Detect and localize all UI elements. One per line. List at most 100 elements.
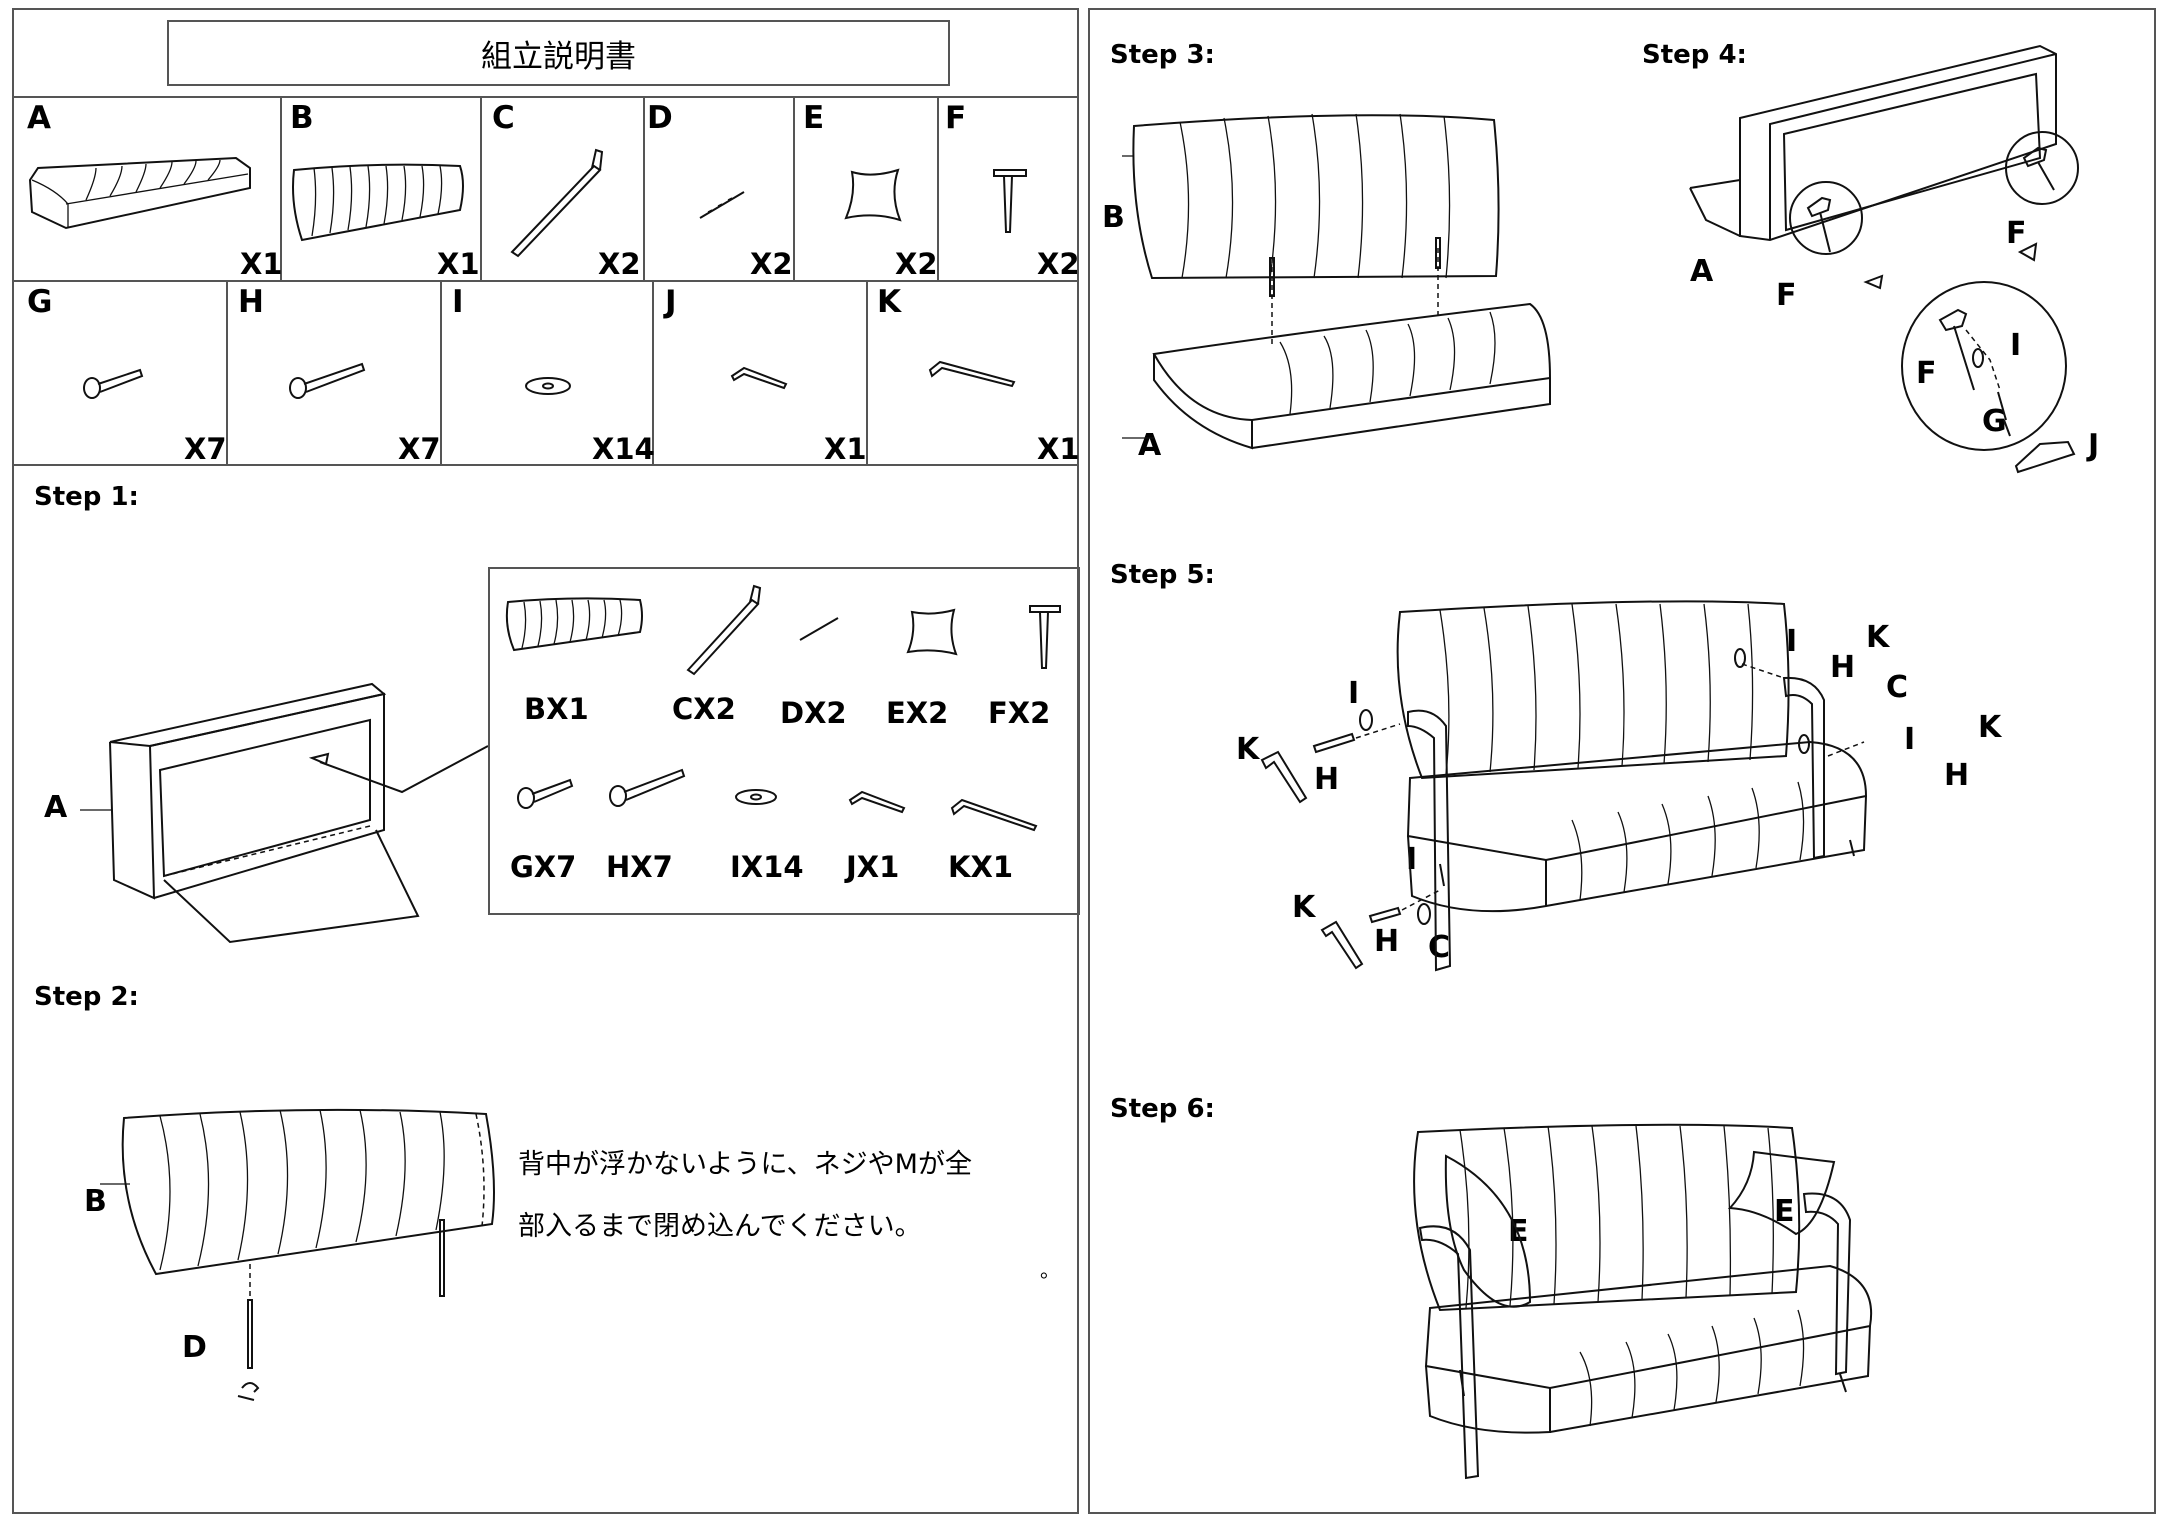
step1-callout-line [308,745,489,794]
grid-col [280,96,282,280]
step5-callout-i4: I [1904,722,1916,757]
grid-col [480,96,482,280]
parts-grid-bottom [12,464,1079,466]
part-qty-c: X2 [598,247,641,281]
inventory-pillow [906,608,958,656]
inventory-washer [735,789,777,805]
grid-col [793,96,795,280]
part-qty-a: X1 [240,247,283,281]
inventory-label-e: EX2 [886,696,949,730]
inventory-label-d: DX2 [780,696,847,730]
part-letter-g: G [27,284,53,320]
step5-callout-h4: H [1944,758,1970,793]
inventory-label-k: KX1 [948,850,1014,884]
step3-callout-a: A [1138,428,1162,463]
bolt-h-illustration [289,362,366,399]
inventory-bolt-g [517,778,574,809]
step5-label: Step 5: [1110,560,1215,590]
grid-col [226,280,228,464]
step5-callout-h1: H [1314,762,1340,797]
inventory-bolt-d [799,617,839,641]
part-letter-k: K [877,284,902,320]
manual-title: 組立説明書 [167,20,950,86]
inventory-hex-key-k [950,798,1038,832]
part-qty-b: X1 [437,247,480,281]
inventory-label-c: CX2 [672,692,736,726]
step4-callout-f3: F [1916,356,1937,391]
step2-label: Step 2: [34,982,139,1012]
step2-callout-d: D [182,1330,207,1365]
step4-callout-a: A [1690,254,1714,289]
inventory-label-h: HX7 [606,850,673,884]
step5-callout-k1: K [1236,732,1260,767]
inventory-bolt-h [609,768,686,807]
part-letter-a: A [27,100,51,136]
inventory-label-f: FX2 [988,696,1051,730]
step5-callout-i3: I [1786,624,1798,659]
step5-callout-c1: C [1428,930,1451,965]
grid-col [866,280,868,464]
step1-callout-a: A [44,790,68,825]
step5-callout-h2: H [1374,924,1400,959]
inventory-armrest [686,584,762,676]
step1-inventory-box [488,567,1080,915]
grid-col [937,96,939,280]
step6-assembled-sofa [1413,1123,1873,1480]
inventory-label-j: JX1 [846,850,900,884]
part-qty-f: X2 [1037,247,1080,281]
step2-backrest-with-bolts [100,1108,495,1401]
step5-callout-k4: K [1978,710,2002,745]
bolt-d-illustration [699,191,745,219]
inventory-backrest [505,597,643,652]
step3-callout-b: B [1102,200,1125,235]
inventory-label-g: GX7 [510,850,577,884]
pillow-illustration [844,168,902,222]
step1-label: Step 1: [34,482,139,512]
inventory-leg [1029,605,1061,669]
hex-key-j-illustration [730,366,788,390]
part-letter-e: E [803,100,825,136]
step3-backrest-and-seat [1122,113,1552,450]
step5-callout-k2: K [1292,890,1316,925]
parts-grid-mid [12,280,1079,282]
part-qty-h: X7 [398,432,441,466]
step4-callout-i: I [2010,328,2022,363]
inventory-hex-key-j [848,790,906,814]
grid-col [652,280,654,464]
step6-label: Step 6: [1110,1094,1215,1124]
grid-col [643,96,645,280]
part-letter-h: H [238,284,264,320]
part-qty-k: X1 [1037,432,1080,466]
hex-key-k-illustration [928,360,1016,388]
part-letter-i: I [452,284,464,320]
part-letter-b: B [290,100,314,136]
step5-sofa-with-arms [1260,600,1868,972]
step2-instruction-line2: 部入るまで閉め込んでください。 [518,1211,922,1242]
step5-callout-i2: I [1406,842,1418,877]
leg-illustration [993,169,1027,233]
part-qty-i: X14 [592,432,655,466]
right-page [1088,8,2156,1514]
inventory-label-b: BX1 [524,692,589,726]
part-qty-j: X1 [824,432,867,466]
step4-callout-f2: F [2006,216,2027,251]
step1-sofa-base [80,682,420,944]
inventory-label-i: IX14 [730,850,804,884]
step4-callout-j: J [2088,428,2100,463]
step6-callout-e2: E [1774,1194,1795,1229]
parts-grid-top [12,96,1079,98]
step2-instruction-line1: 背中が浮かないように、ネジやMが全 [518,1149,972,1180]
washer-illustration [525,377,571,395]
step5-callout-h3: H [1830,650,1856,685]
part-letter-d: D [647,100,673,136]
step5-callout-c2: C [1886,670,1909,705]
step4-base-upside-down-with-legs [1689,44,2079,474]
part-letter-f: F [945,100,967,136]
backrest-illustration [292,163,464,242]
step3-label: Step 3: [1110,40,1215,70]
stray-mark: 。 [1040,1258,1060,1282]
step5-callout-k3: K [1866,620,1890,655]
part-qty-e: X2 [895,247,938,281]
step4-callout-f1: F [1776,278,1797,313]
step2-callout-b: B [84,1184,107,1219]
